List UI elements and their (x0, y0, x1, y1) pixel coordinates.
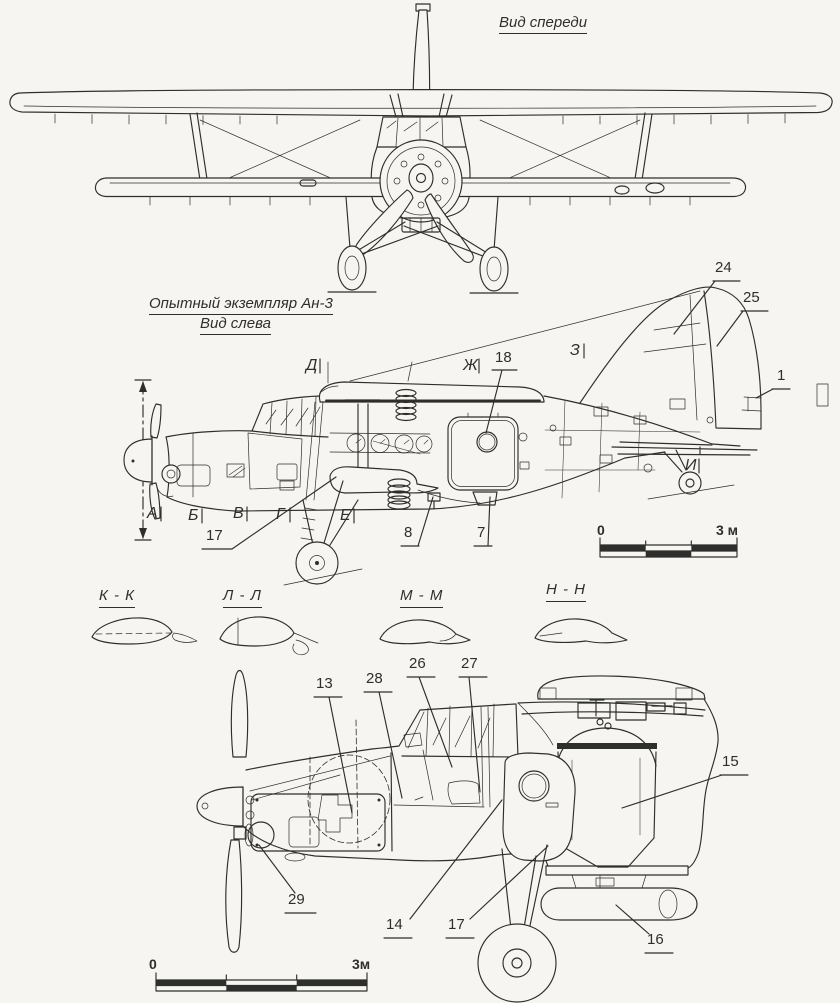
wing-section-label-nn: Н - Н (546, 581, 586, 602)
callout-15: 15 (722, 753, 739, 770)
scale1-max-label: 3 м (716, 522, 739, 538)
side-view-drawing (124, 287, 828, 585)
roof-equipment (578, 700, 686, 729)
callout-24: 24 (715, 259, 732, 276)
callout-7: 7 (477, 524, 486, 541)
section-marker-e: Е (340, 507, 351, 524)
section-marker-z: З (570, 342, 580, 359)
callout-28: 28 (366, 670, 383, 687)
front-view-title: Вид спереди (499, 14, 588, 34)
section-marker-a: А (147, 505, 158, 522)
airfoil-sections-drawing (92, 617, 627, 655)
wing-section-label-mm: М - М (400, 587, 444, 608)
slat-spring-upper (396, 390, 416, 421)
side-view-title-line2: Вид слева (200, 315, 271, 335)
cutaway-view-drawing (197, 671, 718, 1003)
scale2-zero-label: 0 (149, 956, 157, 972)
front-view-drawing (10, 4, 832, 293)
callout-17-side: 17 (206, 527, 223, 544)
callout-27: 27 (461, 655, 478, 672)
callout-29: 29 (288, 891, 305, 908)
wing-section-label-ll: Л - Л (223, 587, 262, 608)
slat-spring-lower (388, 479, 410, 509)
scale1-zero-label: 0 (597, 522, 605, 538)
callout-17-cutaway: 17 (448, 916, 465, 933)
callout-1: 1 (777, 367, 786, 384)
callout-14: 14 (386, 916, 403, 933)
scale2-max-label: 3м (352, 956, 371, 972)
section-marker-zh: Ж (463, 357, 478, 374)
callout-8: 8 (404, 524, 413, 541)
side-view-title-line1: Опытный экземпляр Ан-3 (149, 295, 333, 315)
callout-18: 18 (495, 349, 512, 366)
section-marker-d: Д (306, 357, 318, 374)
scale-bar-cutaway-view (156, 973, 367, 991)
callout-26: 26 (409, 655, 426, 672)
scale-bar-side-view (600, 538, 737, 557)
callout-13: 13 (316, 675, 333, 692)
leader-lines (161, 281, 790, 953)
section-marker-i: И (685, 457, 697, 474)
callout-25: 25 (743, 289, 760, 306)
wing-section-label-kk: К - К (99, 587, 136, 608)
section-marker-v: В (233, 505, 244, 522)
section-marker-b: Б (188, 507, 199, 524)
section-marker-g: Г (276, 506, 285, 523)
callout-16: 16 (647, 931, 664, 948)
